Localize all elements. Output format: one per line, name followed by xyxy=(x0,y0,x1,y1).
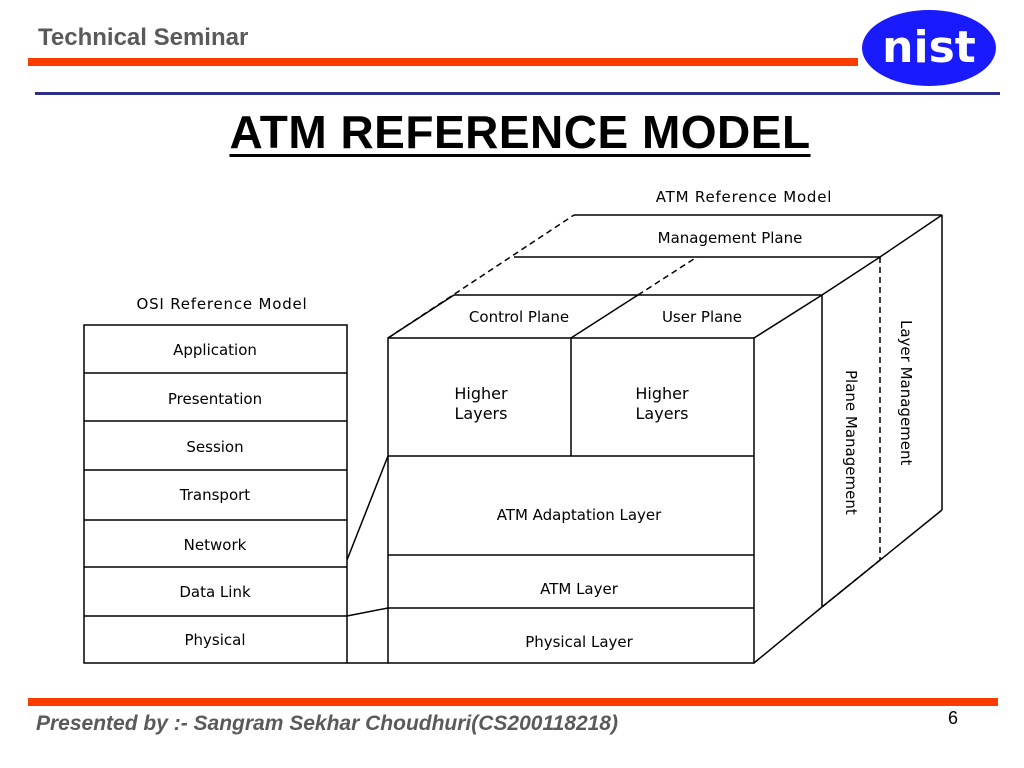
page-number: 6 xyxy=(948,708,959,728)
osi-layer-physical: Physical xyxy=(184,631,245,649)
physical-layer-label: Physical Layer xyxy=(525,633,633,651)
osi-caption: OSI Reference Model xyxy=(136,295,307,313)
slide-title: ATM REFERENCE MODEL xyxy=(229,106,811,158)
osi-layer-application: Application xyxy=(173,341,257,359)
user-plane-label: User Plane xyxy=(662,308,742,326)
management-plane-label: Management Plane xyxy=(658,229,803,247)
control-plane-label: Control Plane xyxy=(469,308,569,326)
osi-layer-data-link: Data Link xyxy=(179,583,251,601)
atm-adaptation-layer-label: ATM Adaptation Layer xyxy=(497,506,662,524)
layer-management-label: Layer Management xyxy=(897,320,915,466)
nist-logo: nist xyxy=(862,10,996,86)
atm-caption: ATM Reference Model xyxy=(656,188,833,206)
svg-text:nist: nist xyxy=(882,22,976,73)
header-rule xyxy=(35,92,1000,95)
header-accent-bar xyxy=(28,58,858,66)
plane-management-label: Plane Management xyxy=(842,370,860,515)
osi-layer-session: Session xyxy=(186,438,243,456)
osi-layer-transport: Transport xyxy=(179,486,251,504)
footer-accent-bar xyxy=(28,698,998,706)
presenter-credit: Presented by :- Sangram Sekhar Choudhuri… xyxy=(36,712,618,735)
osi-layer-presentation: Presentation xyxy=(168,390,262,408)
osi-layer-network: Network xyxy=(184,536,247,554)
header-title: Technical Seminar xyxy=(38,24,249,51)
atm-layer-label: ATM Layer xyxy=(540,580,619,598)
